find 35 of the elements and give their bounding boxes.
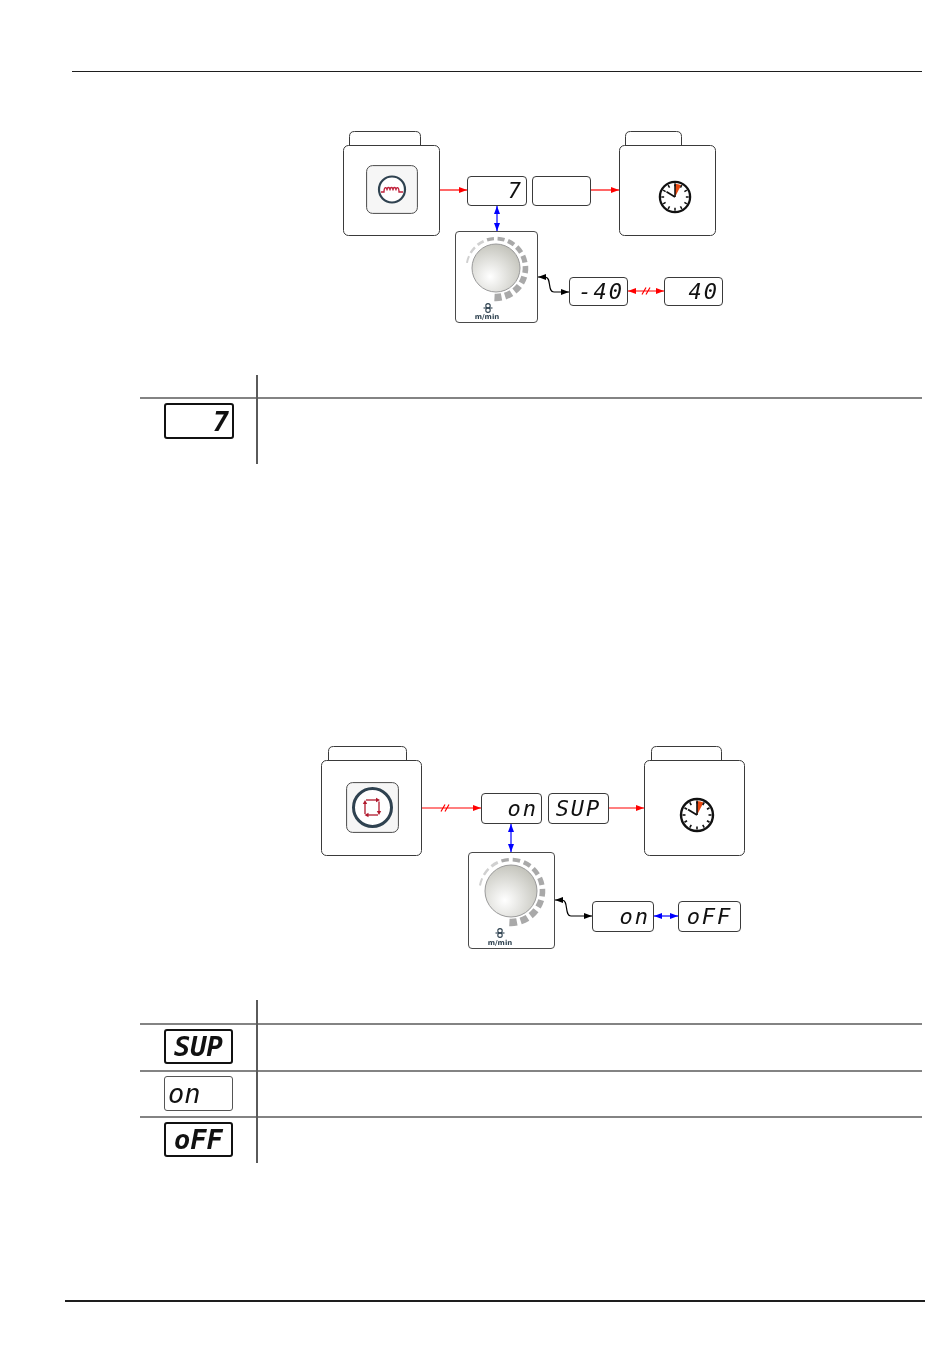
- arrow: [439, 187, 468, 193]
- arrow: [421, 803, 482, 813]
- arrow: [590, 187, 620, 193]
- display-value: SUP: [555, 797, 602, 820]
- control-panel: [321, 746, 422, 856]
- control-panel: [619, 131, 716, 236]
- knob-panel: [455, 231, 538, 323]
- lcd-display: [548, 793, 609, 824]
- display-value: -40: [578, 280, 624, 303]
- control-panel: [343, 131, 440, 236]
- lcd-display: [678, 901, 741, 932]
- display-value: on: [619, 905, 650, 928]
- display-symbol: oFF: [164, 1122, 233, 1157]
- display-symbol: 7: [164, 403, 234, 439]
- double-arrow: [653, 913, 679, 919]
- lcd-display: [569, 277, 628, 306]
- lcd-display: [532, 176, 591, 206]
- display-symbol: on: [164, 1076, 233, 1111]
- double-arrow: [627, 286, 665, 296]
- lcd-display: [467, 176, 527, 206]
- control-panel: [644, 746, 745, 856]
- display-value: oFF: [686, 905, 733, 928]
- double-arrow: [508, 823, 514, 853]
- display-value: 40: [688, 280, 719, 303]
- double-arrow: [537, 274, 570, 295]
- lcd-display: [592, 901, 654, 932]
- arrow: [608, 805, 645, 811]
- display-value: on: [507, 797, 538, 820]
- double-arrow: [494, 205, 500, 232]
- double-arrow: [554, 897, 593, 919]
- knob-panel: [468, 852, 555, 949]
- display-value: 7: [507, 180, 523, 202]
- lcd-display: [481, 793, 542, 824]
- display-symbol: SUP: [164, 1029, 233, 1064]
- lcd-display: [664, 277, 723, 306]
